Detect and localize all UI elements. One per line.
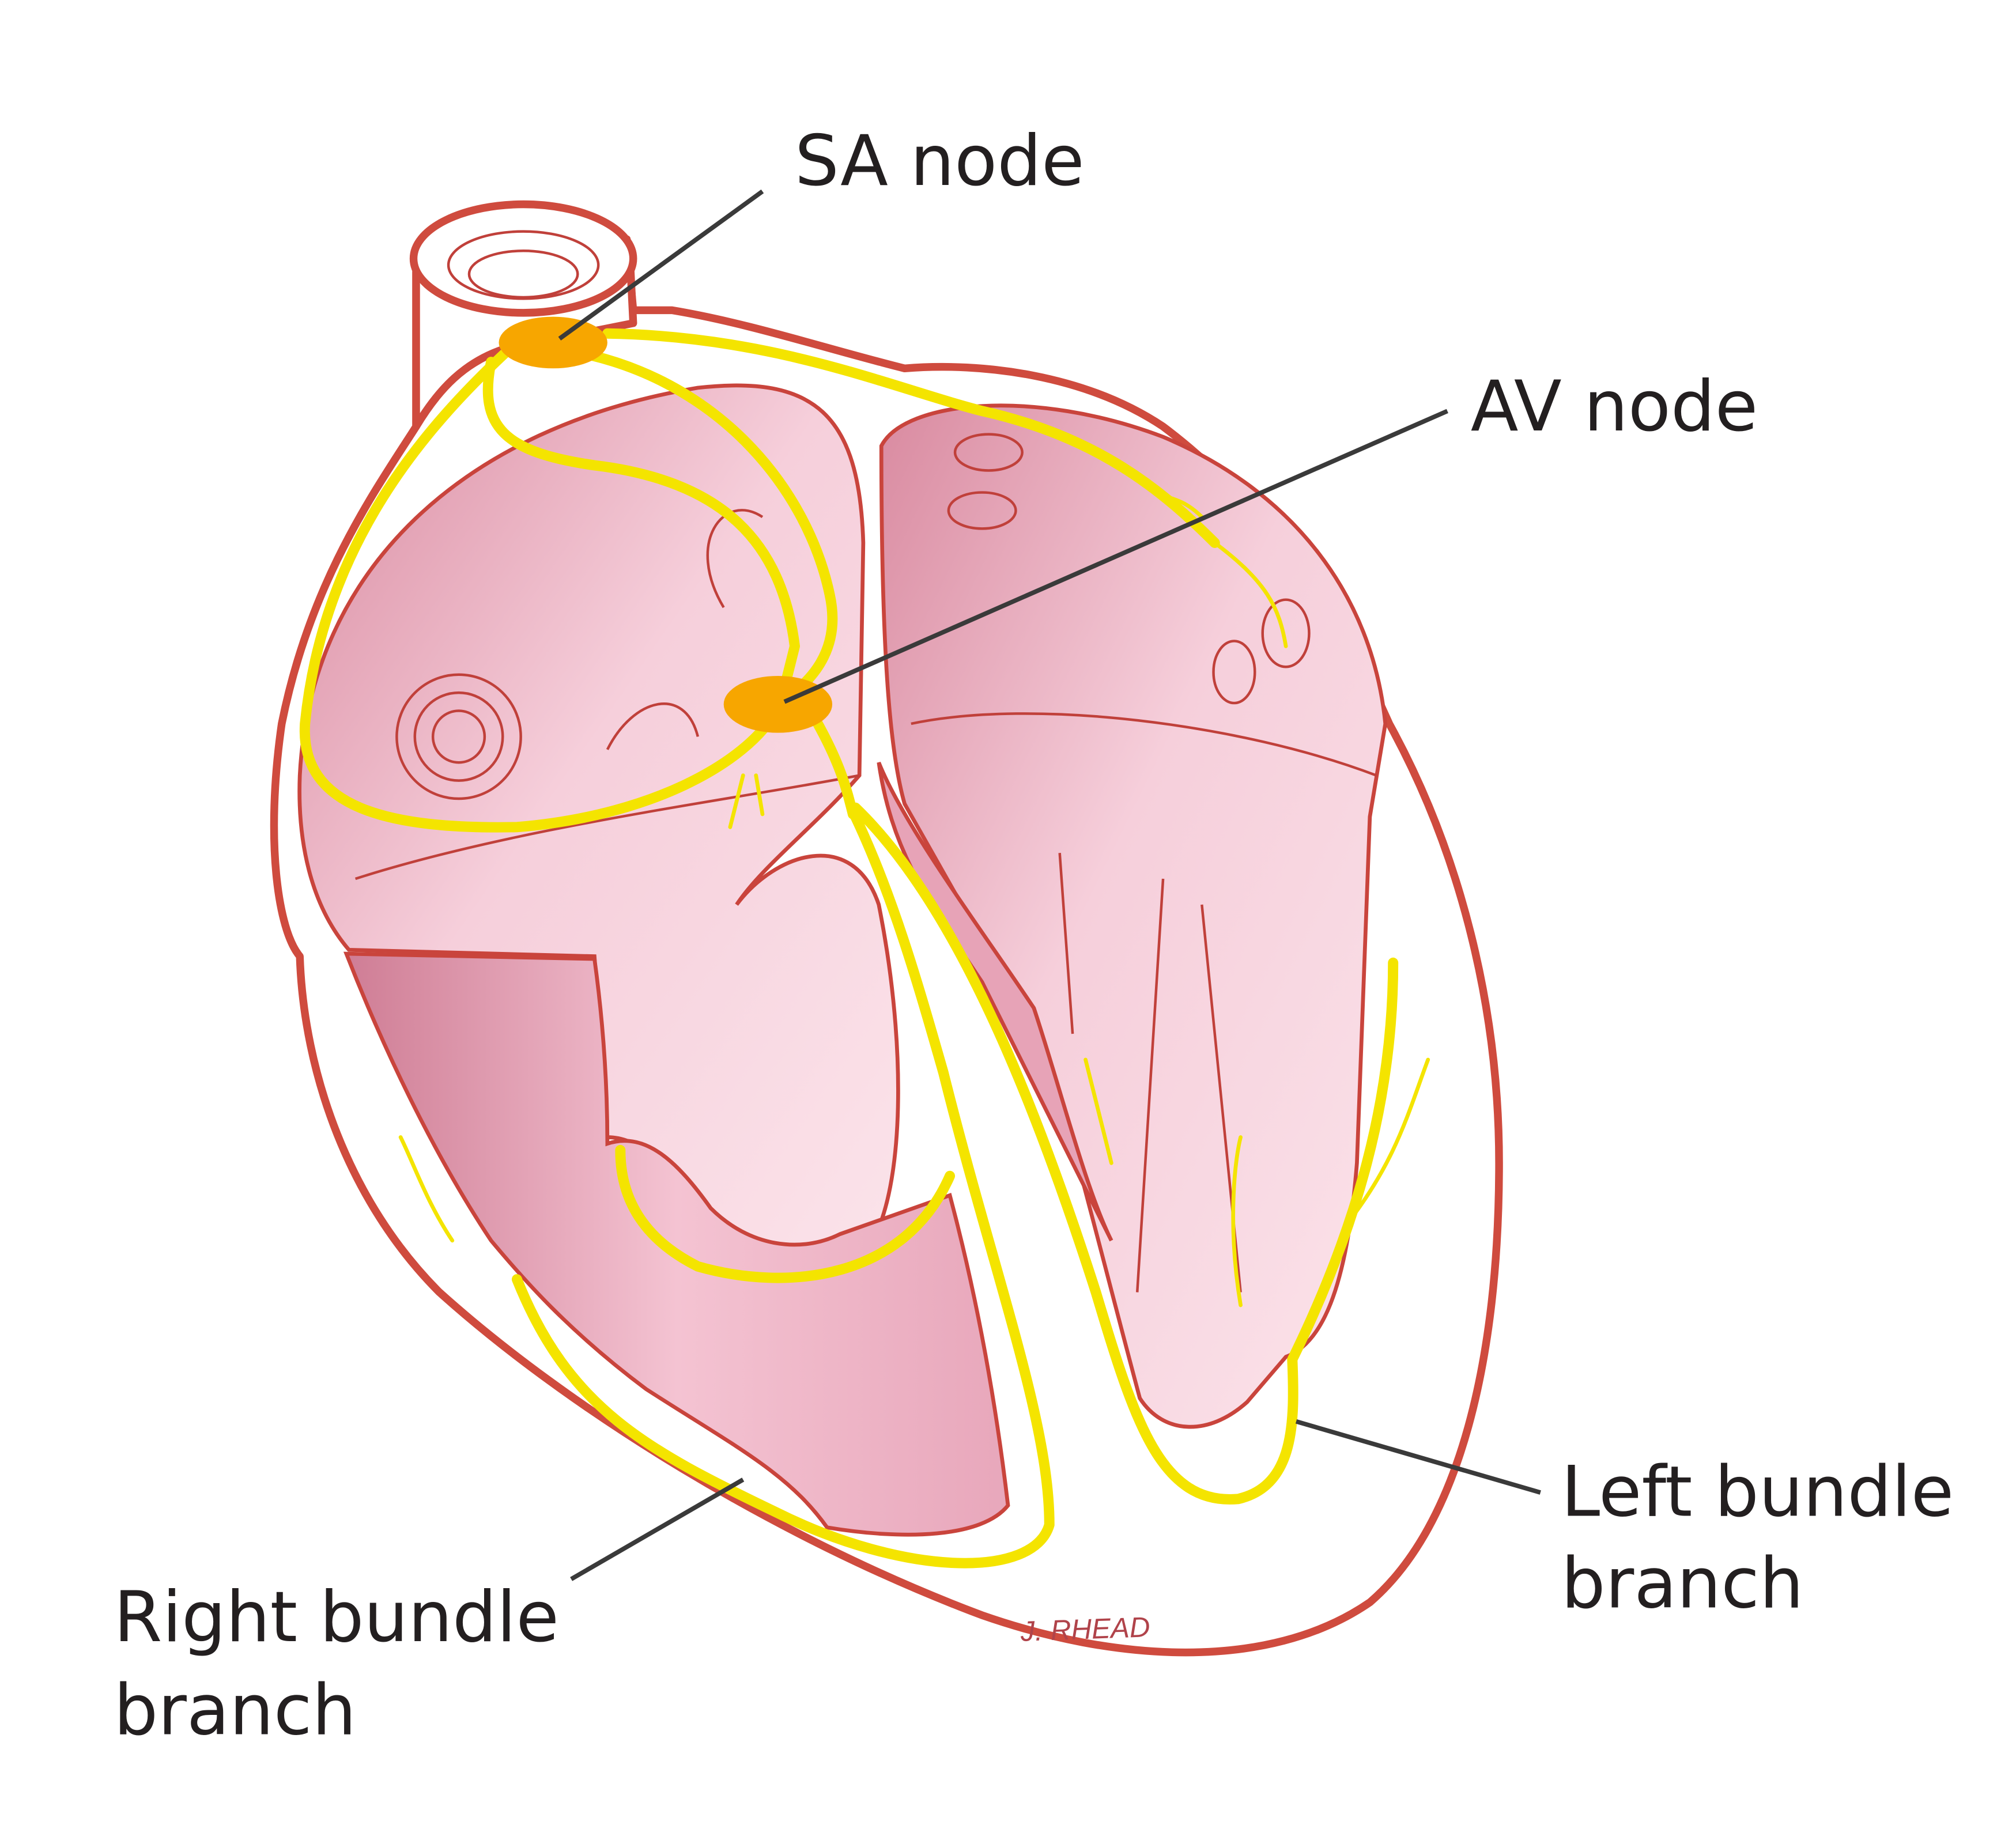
- sa-node-label: SA node: [795, 120, 1085, 202]
- aorta-opening: [409, 200, 637, 317]
- conduction-pathways: [299, 316, 1430, 1569]
- left-bundle-label-line1: Left bundle: [1561, 1451, 1954, 1532]
- internodal-pathway-middle: [482, 357, 800, 704]
- his-bundle: [809, 712, 858, 819]
- right-bundle-branch-path: [511, 806, 1055, 1569]
- av-node: [723, 675, 833, 733]
- internodal-pathway-right: [299, 346, 783, 833]
- bachmann-bundle: [602, 328, 1220, 548]
- av-node-leader: [783, 409, 1448, 704]
- right-bundle-label-line1: Right bundle: [114, 1577, 559, 1658]
- internodal-pathway-posterior: [587, 350, 838, 710]
- sa-node: [499, 316, 607, 369]
- right-bundle-inner-path: [615, 1144, 956, 1283]
- right-bundle-leader: [570, 1477, 745, 1581]
- right-bundle-label-line2: branch: [114, 1669, 356, 1751]
- av-node-label: AV node: [1471, 366, 1758, 447]
- left-atrium-ventricle: [877, 403, 1388, 1429]
- left-bundle-label-line2: branch: [1561, 1543, 1804, 1624]
- left-bundle-branch-path: [850, 802, 1399, 1505]
- sa-node-leader: [558, 189, 764, 341]
- left-bundle-leader: [1295, 1419, 1541, 1495]
- artist-signature: J. RHEAD: [1020, 1611, 1151, 1647]
